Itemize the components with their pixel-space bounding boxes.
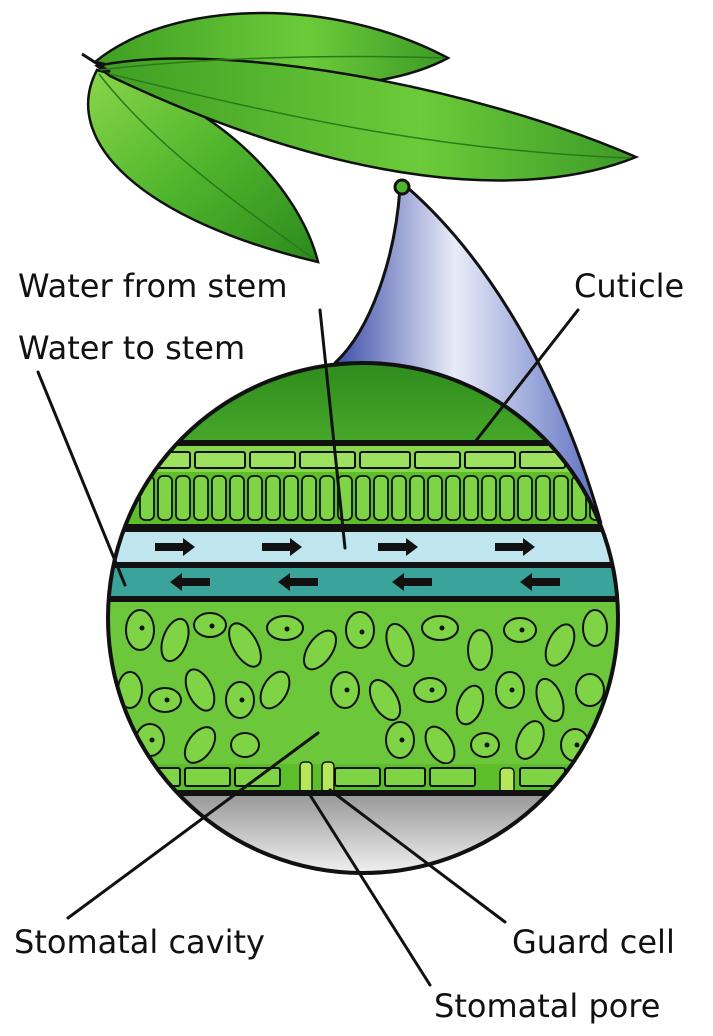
palisade-layer (100, 472, 620, 524)
label-water-from-stem: Water from stem (18, 270, 287, 302)
label-guard-cell: Guard cell (512, 926, 675, 958)
magnifier-point (395, 180, 409, 194)
upper-epidermis (100, 446, 620, 472)
guard-cell-left (300, 762, 312, 794)
label-cuticle: Cuticle (574, 270, 684, 302)
guard-cell-right (322, 762, 334, 794)
label-stomatal-cavity: Stomatal cavity (14, 926, 265, 958)
label-stomatal-pore: Stomatal pore (434, 990, 660, 1022)
label-water-to-stem: Water to stem (18, 332, 245, 364)
leaves-illustration (82, 13, 636, 262)
